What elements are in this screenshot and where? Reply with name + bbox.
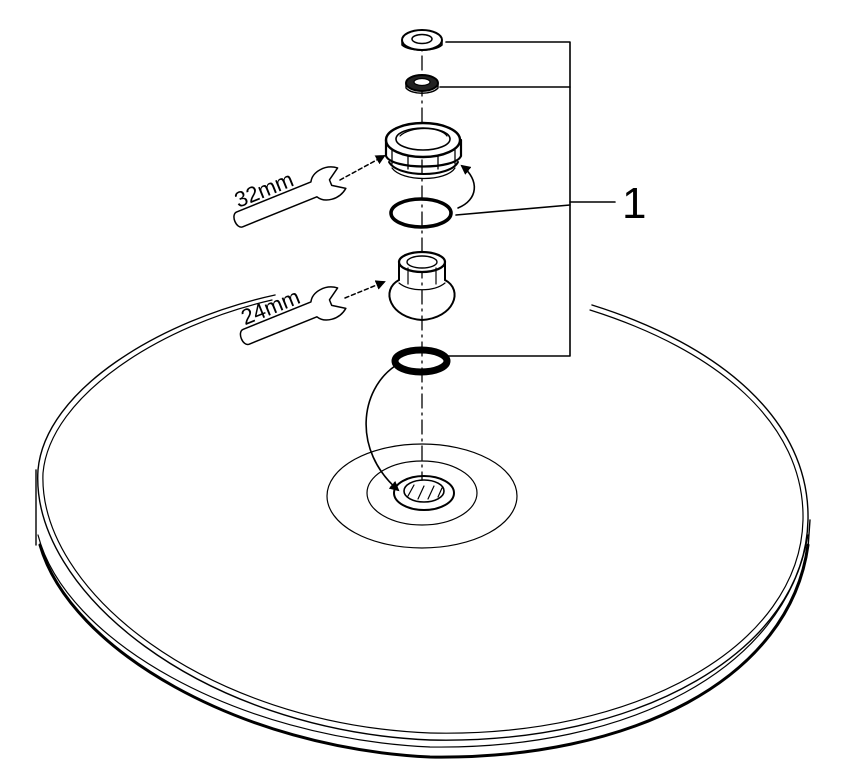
- callout-leader-lines: [439, 41, 616, 357]
- wrench-direction-arrow: [344, 280, 386, 299]
- o-ring-small: [389, 197, 453, 229]
- o-ring-to-outlet-arrow: [365, 365, 400, 492]
- wrench-24mm: 24mm: [237, 280, 386, 346]
- ball-joint: [388, 250, 456, 321]
- union-nut: [384, 121, 463, 179]
- wrench-32mm: 32mm: [231, 155, 386, 228]
- wrench-size-label: 32mm: [231, 167, 297, 213]
- wrench-direction-arrow: [339, 155, 386, 181]
- filter-screen: [405, 74, 439, 94]
- flat-washer: [401, 29, 443, 51]
- part-callout-number: 1: [622, 179, 646, 228]
- o-ring-large: [391, 346, 451, 376]
- outlet-boss: [326, 443, 518, 549]
- shower-head-disc: [35, 294, 811, 759]
- o-ring-to-nut-arrow: [457, 164, 476, 209]
- wrench-size-label: 24mm: [237, 284, 303, 330]
